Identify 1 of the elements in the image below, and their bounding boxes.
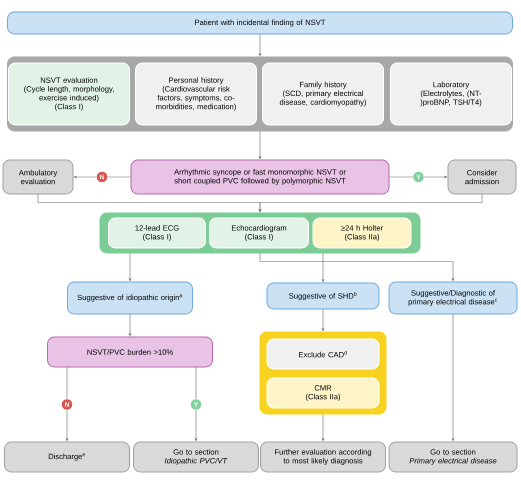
- arrow: [260, 253, 455, 282]
